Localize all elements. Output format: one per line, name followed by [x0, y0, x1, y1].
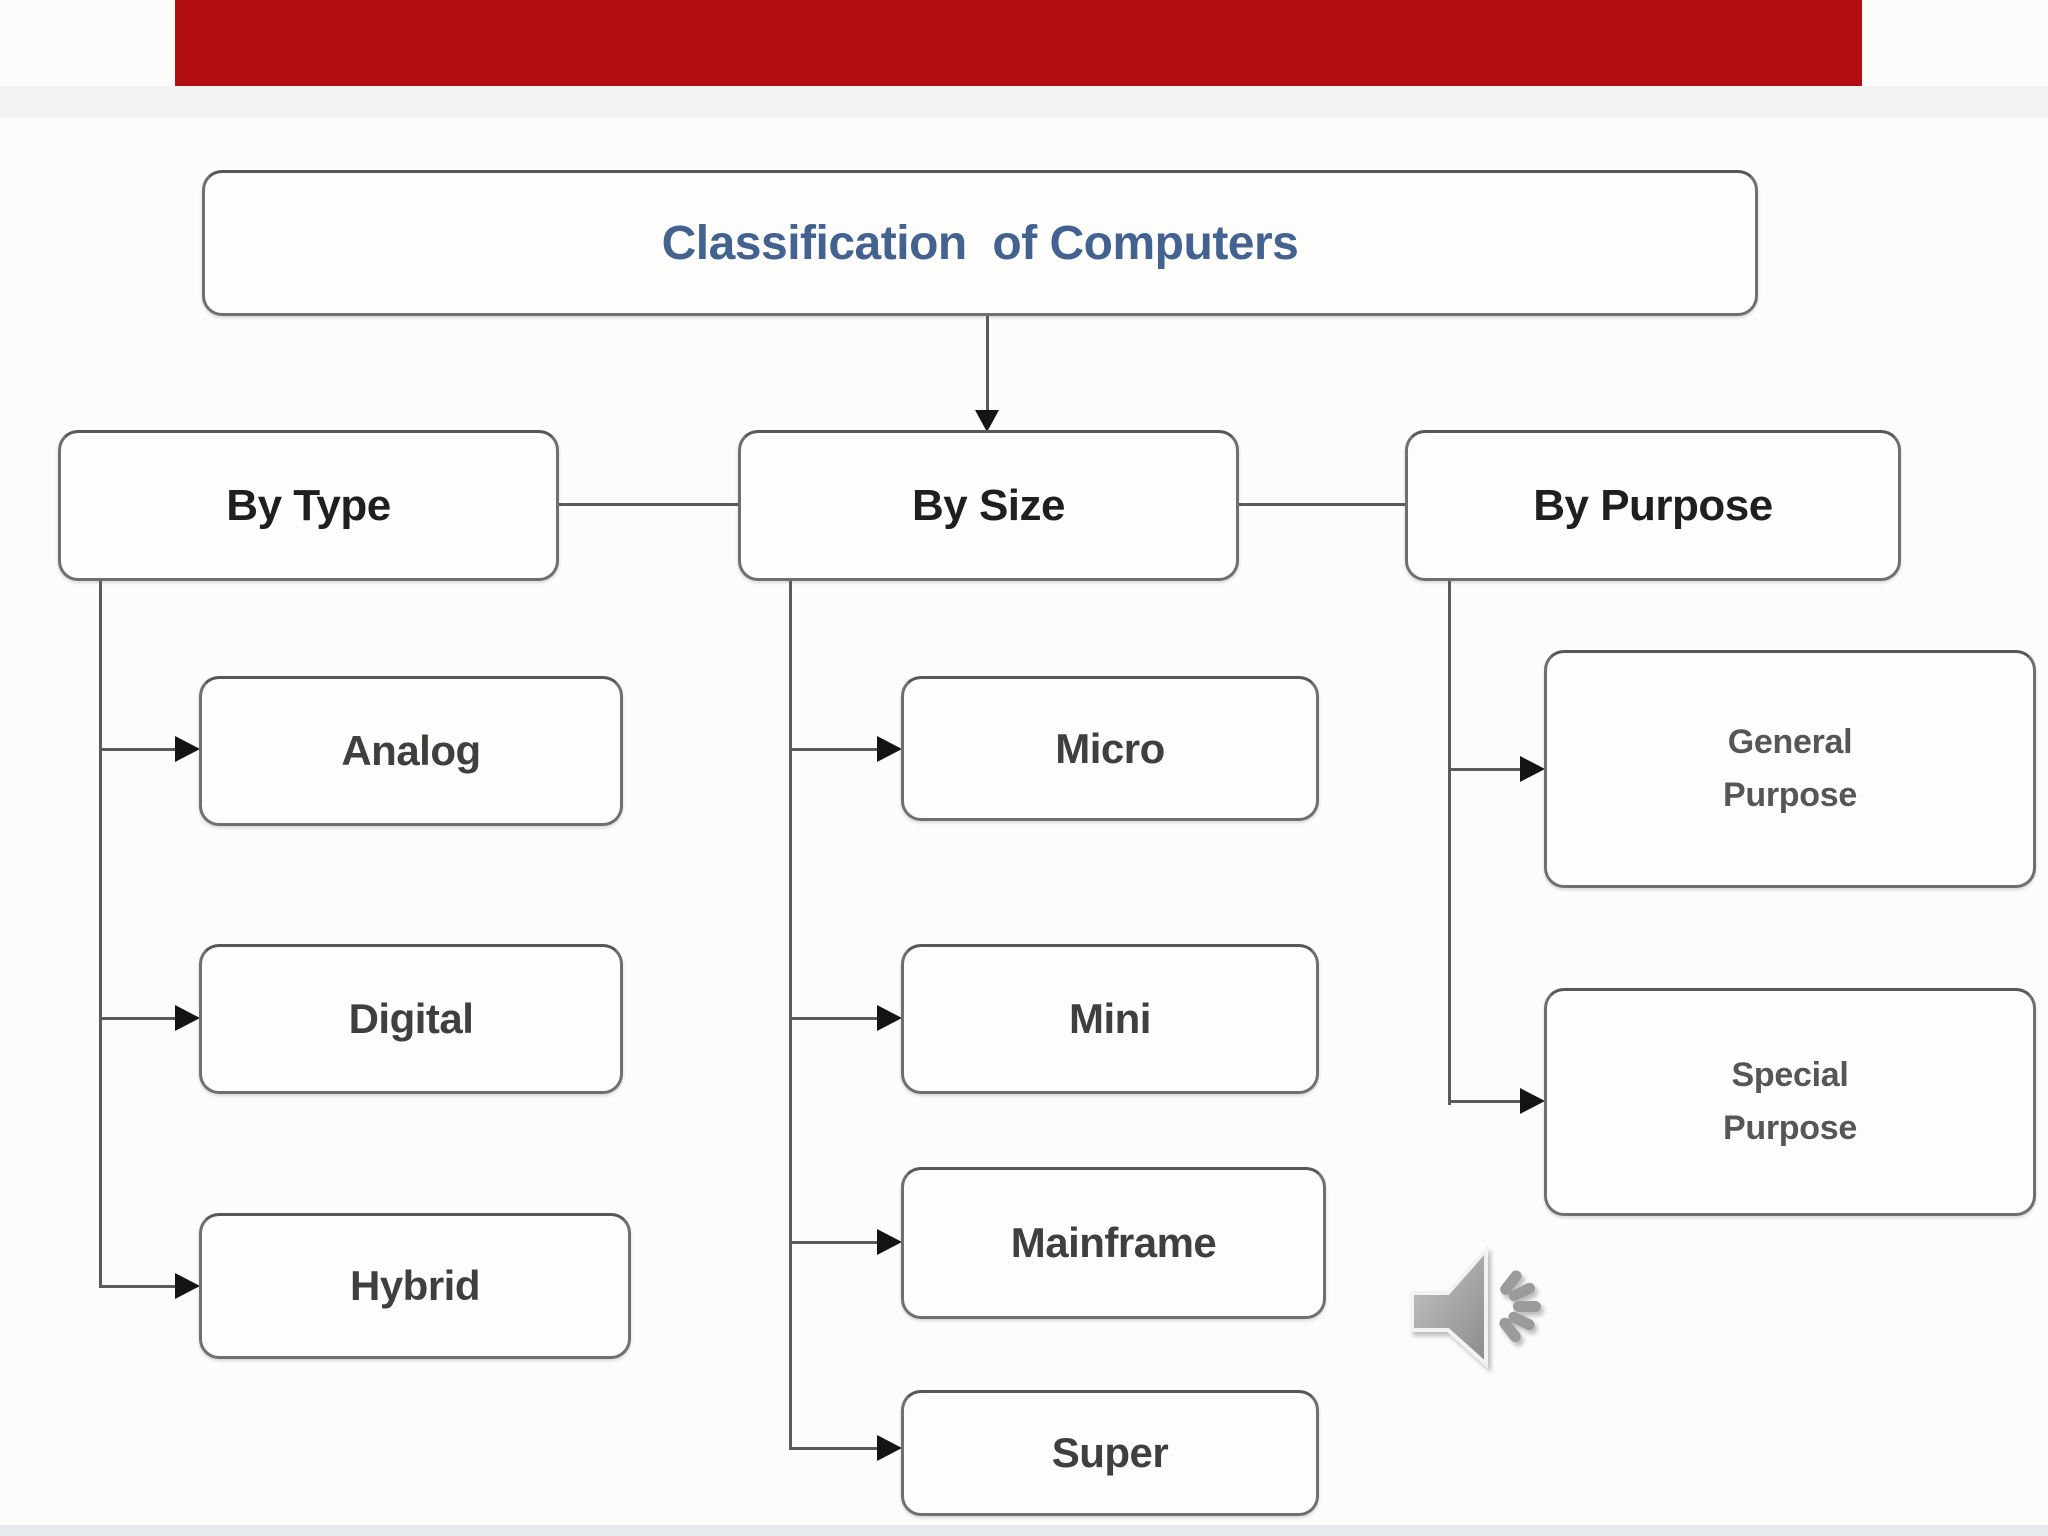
spine-by-purpose: [1448, 581, 1451, 1105]
arrowhead-mini-icon: [877, 1005, 902, 1031]
branch-super: [789, 1447, 877, 1450]
node-micro-label: Micro: [1055, 724, 1165, 772]
arrowhead-hybrid-icon: [175, 1273, 200, 1299]
branch-micro: [789, 748, 877, 751]
node-analog-label: Analog: [341, 727, 481, 774]
node-analog: Analog: [199, 676, 623, 826]
node-digital-label: Digital: [348, 995, 474, 1042]
branch-mini: [789, 1017, 877, 1020]
branch-analog: [99, 748, 175, 751]
top-red-bar: [175, 0, 1862, 86]
node-special-purpose: Special Purpose: [1544, 988, 2036, 1216]
node-super: Super: [901, 1390, 1319, 1516]
node-special-purpose-label: Special Purpose: [1723, 1056, 1857, 1147]
node-mainframe-label: Mainframe: [1010, 1219, 1217, 1266]
arrowhead-super-icon: [877, 1435, 902, 1461]
arrowhead-analog-icon: [175, 736, 200, 762]
node-by-type: By Type: [58, 430, 559, 581]
node-general-purpose: General Purpose: [1544, 650, 2036, 888]
branch-digital: [99, 1017, 175, 1020]
page-title: Classification of Computers: [661, 216, 1299, 270]
arrowhead-down-icon: [975, 410, 999, 432]
arrowhead-digital-icon: [175, 1005, 200, 1031]
sound-waves: [1499, 1270, 1541, 1343]
node-general-purpose-label: General Purpose: [1723, 723, 1857, 814]
node-by-size: By Size: [738, 430, 1239, 581]
node-mini: Mini: [901, 944, 1319, 1094]
speaker-icon[interactable]: [1408, 1238, 1568, 1378]
connector-title-to-size: [986, 316, 989, 412]
connector-size-purpose: [1239, 503, 1405, 506]
node-by-purpose: By Purpose: [1405, 430, 1901, 581]
arrowhead-special-purpose-icon: [1520, 1088, 1545, 1114]
branch-general-purpose: [1448, 768, 1520, 771]
bottom-accent-bar: [0, 1525, 2048, 1536]
node-mini-label: Mini: [1069, 995, 1151, 1042]
node-mainframe: Mainframe: [901, 1167, 1326, 1319]
title-box: Classification of Computers: [202, 170, 1758, 316]
node-by-size-label: By Size: [911, 480, 1066, 530]
arrowhead-mainframe-icon: [877, 1229, 902, 1255]
node-digital: Digital: [199, 944, 623, 1094]
arrowhead-micro-icon: [877, 736, 902, 762]
speaker-cone: [1410, 1244, 1488, 1369]
spine-by-size: [789, 581, 792, 1450]
node-hybrid: Hybrid: [199, 1213, 631, 1359]
node-micro: Micro: [901, 676, 1319, 821]
spine-by-type: [99, 581, 102, 1288]
branch-hybrid: [99, 1285, 175, 1288]
branch-special-purpose: [1448, 1100, 1520, 1103]
node-hybrid-label: Hybrid: [349, 1262, 481, 1309]
node-by-purpose-label: By Purpose: [1533, 480, 1773, 530]
arrowhead-general-purpose-icon: [1520, 756, 1545, 782]
background-band: [0, 86, 2048, 118]
node-by-type-label: By Type: [226, 480, 391, 530]
connector-type-size: [559, 503, 738, 506]
branch-mainframe: [789, 1241, 877, 1244]
node-super-label: Super: [1051, 1429, 1169, 1476]
